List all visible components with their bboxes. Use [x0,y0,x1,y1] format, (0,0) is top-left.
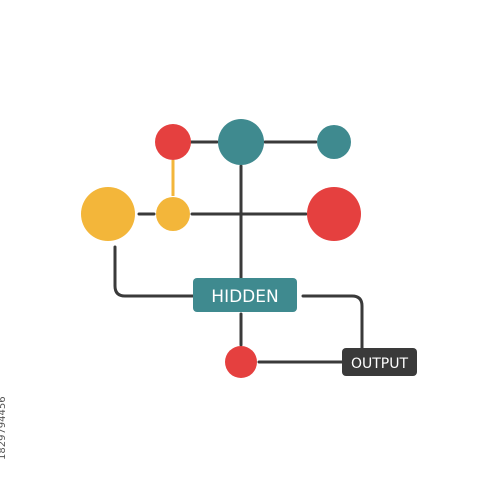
edge-hidden-to-output [301,294,364,350]
edges [113,140,364,364]
hidden-label: HIDDEN [211,287,278,307]
watermark-id: 1829794456 [0,396,8,460]
node-red-large [307,187,361,241]
node-yellow-small [156,197,190,231]
node-red-bottom [225,346,257,378]
edge-large-yellow-to-hidden [113,245,195,298]
node-yellow-large [81,187,135,241]
node-red-top [155,124,191,160]
node-teal-top [218,119,264,165]
hidden-box-bg [193,278,297,312]
hidden-box: HIDDEN [193,278,297,312]
node-teal-small [317,125,351,159]
output-label: OUTPUT [351,356,409,372]
output-box-bg [342,348,417,376]
nodes [81,119,361,378]
output-box: OUTPUT [342,348,417,376]
